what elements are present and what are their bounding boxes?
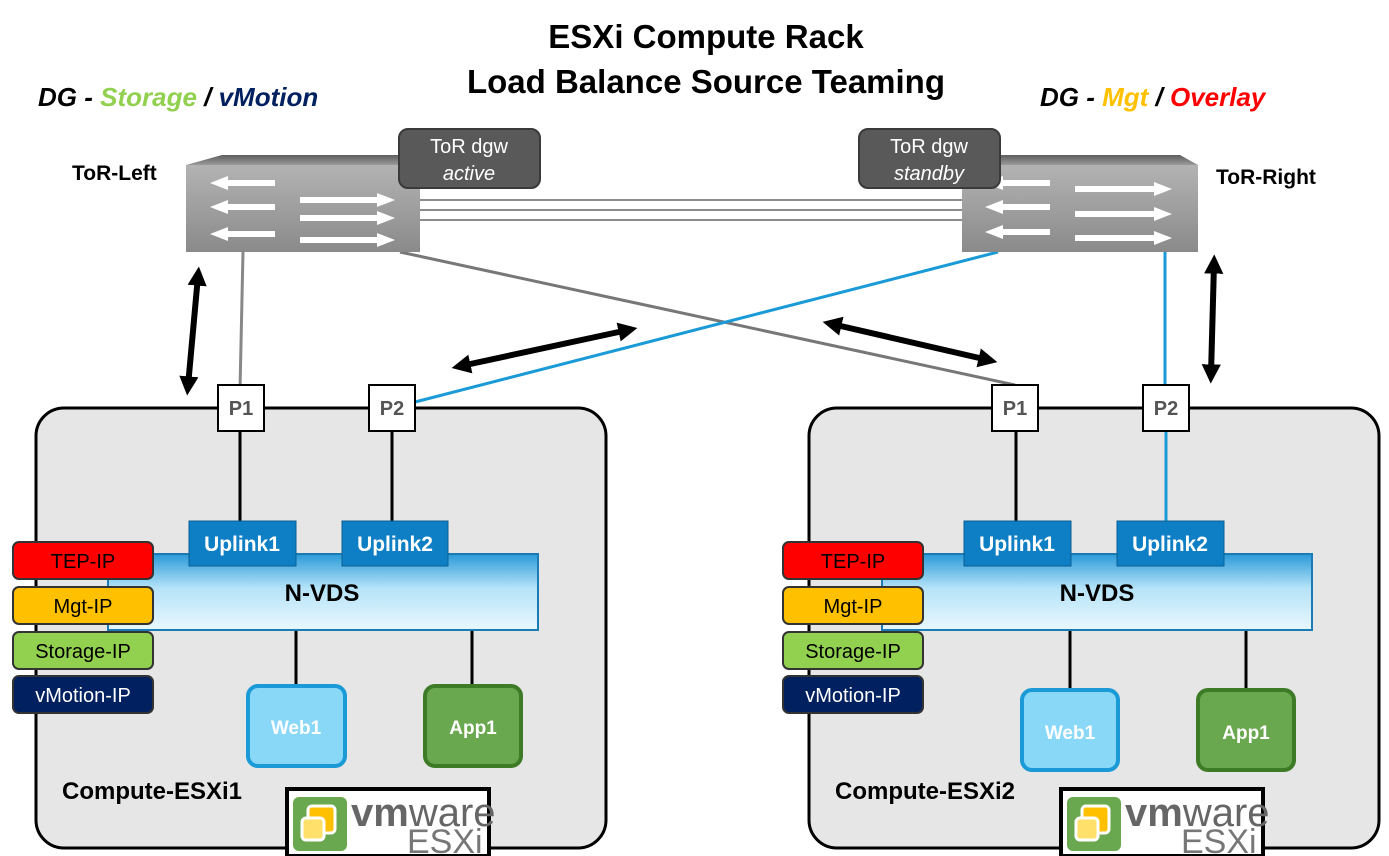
host-label: Compute-ESXi2: [835, 778, 1015, 805]
vm-web1: Web1: [1020, 688, 1120, 772]
ip-vmotion: vMotion-IP: [782, 675, 924, 714]
host-compute-esxi2: P1 P2 N-VDS Uplink1 Uplink2 TEP-IP Mgt-I…: [782, 384, 1381, 856]
cable-torleft-esx1-p1: [238, 251, 245, 391]
svg-text:N-VDS: N-VDS: [285, 580, 360, 607]
ip-storage: Storage-IP: [782, 631, 924, 670]
svg-text:P2: P2: [1154, 398, 1178, 420]
port-p1: P1: [991, 384, 1039, 432]
svg-text:ToR dgw: ToR dgw: [890, 136, 968, 158]
vmware-cube-icon: [1067, 797, 1121, 851]
svg-text:Mgt-IP: Mgt-IP: [54, 596, 113, 618]
svg-text:Uplink2: Uplink2: [357, 533, 433, 556]
svg-text:ESXi: ESXi: [407, 823, 483, 856]
host-compute-esxi1: P1 P2 N-VDS Uplink1 Uplink2 TEP-IP Mgt-I…: [12, 384, 608, 856]
svg-text:active: active: [443, 163, 495, 185]
uplink1: Uplink1: [963, 520, 1072, 567]
svg-text:Storage-IP: Storage-IP: [805, 641, 901, 663]
uplink2: Uplink2: [1116, 520, 1225, 567]
svg-text:Web1: Web1: [1045, 723, 1096, 744]
svg-text:Uplink1: Uplink1: [979, 533, 1055, 556]
svg-text:Mgt-IP: Mgt-IP: [824, 596, 883, 618]
tor-right-badge: ToR dgw standby: [858, 128, 1001, 189]
cable-torright-esx1-p2: [414, 250, 999, 404]
tor-right-switch: [962, 155, 1198, 252]
ip-storage: Storage-IP: [12, 631, 154, 670]
tor-left-label: ToR-Left: [72, 162, 157, 185]
uplink-cables: [238, 250, 1167, 404]
arrow-right-diagonal: [822, 316, 998, 368]
host-label: Compute-ESXi1: [62, 778, 242, 805]
ip-tep: TEP-IP: [12, 541, 154, 580]
dg-right-label: DG - Mgt / Overlay: [1040, 82, 1267, 112]
svg-text:Web1: Web1: [271, 718, 322, 739]
traffic-arrows: [179, 254, 1224, 396]
vm-app1: App1: [423, 684, 523, 768]
vmware-esxi-logo: vmware ESXi: [285, 787, 496, 856]
svg-text:vmware: vmware: [351, 791, 496, 835]
svg-text:vMotion-IP: vMotion-IP: [805, 685, 901, 707]
tor-left-switch: [186, 155, 428, 252]
svg-text:ESXi: ESXi: [1181, 823, 1257, 856]
svg-text:App1: App1: [1222, 723, 1270, 744]
ip-mgt: Mgt-IP: [12, 586, 154, 625]
ip-mgt: Mgt-IP: [782, 586, 924, 625]
svg-text:P1: P1: [229, 398, 253, 420]
svg-text:TEP-IP: TEP-IP: [821, 551, 885, 573]
uplink1: Uplink1: [188, 520, 297, 567]
svg-text:App1: App1: [449, 718, 497, 739]
svg-text:TEP-IP: TEP-IP: [51, 551, 115, 573]
svg-text:P1: P1: [1003, 398, 1027, 420]
port-p2: P2: [368, 384, 416, 432]
tor-interconnect: [420, 199, 965, 221]
uplink2: Uplink2: [341, 520, 449, 567]
svg-text:ToR dgw: ToR dgw: [430, 136, 508, 158]
tor-right-label: ToR-Right: [1216, 166, 1316, 189]
arrow-left-vertical: [179, 266, 207, 396]
port-p1: P1: [217, 384, 265, 432]
switch-arrows-icon: [210, 176, 395, 247]
svg-text:vmware: vmware: [1125, 791, 1270, 835]
dg-left-label: DG - Storage / vMotion: [38, 82, 318, 112]
svg-text:standby: standby: [894, 163, 965, 185]
svg-text:Uplink1: Uplink1: [204, 533, 280, 556]
vm-app1: App1: [1196, 688, 1296, 772]
nvds-switch: N-VDS: [881, 553, 1313, 631]
port-p2: P2: [1142, 384, 1190, 432]
vm-web1: Web1: [246, 684, 347, 768]
arrow-left-diagonal: [451, 322, 638, 374]
svg-text:vMotion-IP: vMotion-IP: [35, 685, 131, 707]
vmware-cube-icon: [293, 797, 347, 851]
arrow-right-vertical: [1201, 254, 1224, 384]
svg-text:Storage-IP: Storage-IP: [35, 641, 131, 663]
svg-text:P2: P2: [380, 398, 404, 420]
svg-text:N-VDS: N-VDS: [1060, 580, 1135, 607]
tor-left-badge: ToR dgw active: [398, 128, 541, 189]
title-line-1: ESXi Compute Rack: [548, 18, 864, 55]
vmware-esxi-logo: vmware ESXi: [1059, 787, 1270, 856]
ip-tep: TEP-IP: [782, 541, 924, 580]
nvds-switch: N-VDS: [107, 553, 539, 631]
ip-vmotion: vMotion-IP: [12, 675, 154, 714]
switch-arrows-icon: [985, 176, 1172, 245]
title-line-2: Load Balance Source Teaming: [467, 63, 945, 100]
svg-text:Uplink2: Uplink2: [1132, 533, 1208, 556]
